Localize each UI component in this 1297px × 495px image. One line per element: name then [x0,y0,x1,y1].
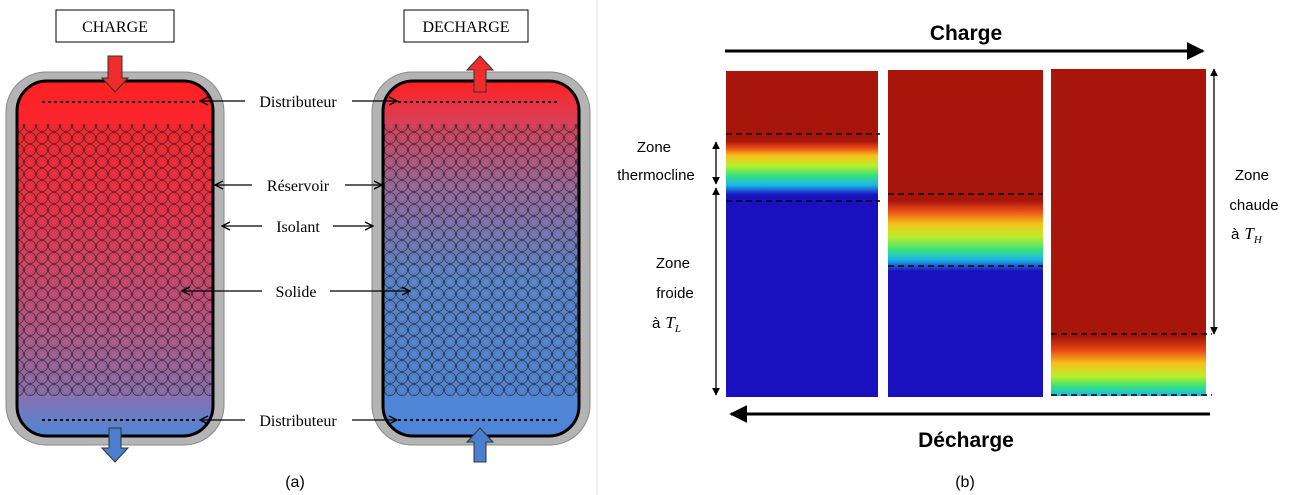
inlet-arrow [465,427,495,463]
simulation-column-2 [888,70,1043,397]
decharge-box-label: DECHARGE [422,19,509,36]
label-zone-froide-symbol: T [665,313,676,332]
label-zone-froide-line1: Zone [656,255,690,272]
simulation-column-1 [726,71,878,397]
label-zone-froide-a: à [652,315,661,332]
label-zone-chaude-a: à [1231,226,1240,243]
outlet-arrow [465,55,495,93]
label-zone-chaude: Zone chaude [1229,167,1278,214]
decharge-label: Décharge [918,429,1014,452]
decharge-box [403,9,529,43]
label-zone-chaude-symbol: T [1244,224,1255,243]
label-solide: Solide [276,284,317,301]
label-isolant: Isolant [276,219,320,236]
label-zone-chaude-line2: chaude [1229,197,1278,214]
outlet-arrow [100,427,130,463]
caption-a: (a) [285,474,305,491]
panel-a-labels: Distributeur Réservoir Isolant Solide Di… [182,94,410,430]
label-zone-thermocline: Zone thermocline [617,139,695,184]
panel-a: CHARGE DECHARGE [5,9,591,491]
label-zone-thermocline-line1: Zone [637,139,671,156]
charge-label: Charge [930,22,1002,45]
panel-b: Charge Décharge Zone thermocline Zone fr… [617,22,1278,491]
label-reservoir: Réservoir [267,178,330,195]
decharge-tank [371,55,591,463]
label-zone-chaude-line1: Zone [1235,167,1269,184]
label-distributeur-bottom: Distributeur [259,413,337,430]
label-distributeur-top: Distributeur [259,94,337,111]
caption-b: (b) [955,474,975,491]
simulation-column-3 [1051,69,1206,396]
label-zone-chaude-subscript: H [1253,234,1263,246]
label-zone-froide-subscript: L [674,323,681,335]
label-zone-froide-line2: froide [656,285,694,302]
charge-box [55,9,175,43]
charge-box-label: CHARGE [82,19,148,36]
inlet-arrow [100,55,130,93]
label-zone-thermocline-line2: thermocline [617,167,695,184]
label-zone-froide: Zone froide [656,255,694,302]
charge-tank [5,55,225,463]
